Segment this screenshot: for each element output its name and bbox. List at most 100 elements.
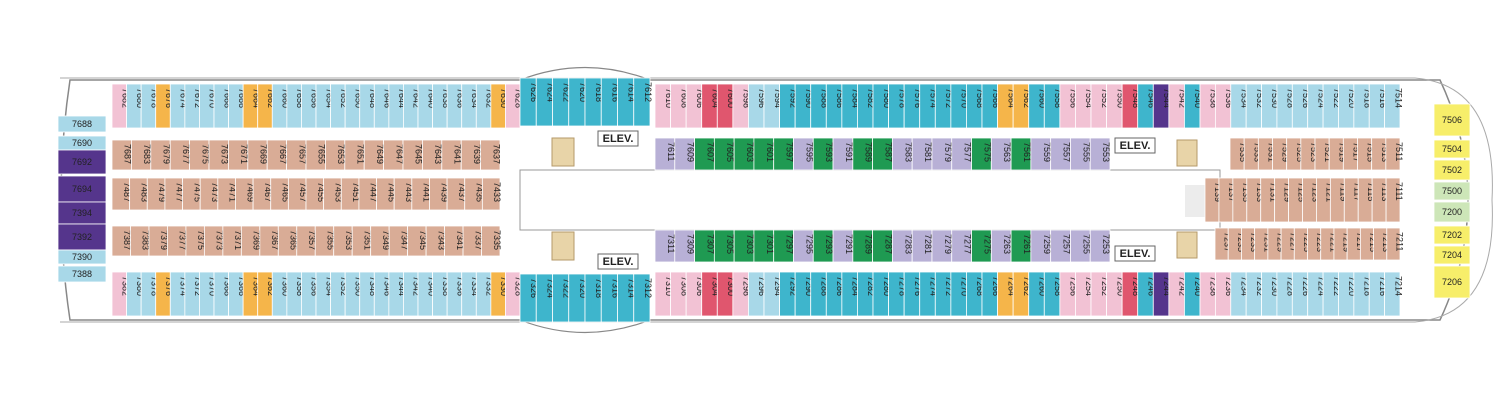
cabin-7504[interactable]: 7504 [1433, 139, 1471, 159]
cabin-7553[interactable]: 7553 [1089, 137, 1111, 171]
cabin-7225[interactable]: 7225 [1293, 227, 1312, 261]
cabin-7593[interactable]: 7593 [812, 137, 834, 171]
cabin-7639[interactable]: 7639 [460, 139, 482, 171]
cabin-7111[interactable]: 7111 [1385, 177, 1404, 223]
cabin-7471[interactable]: 7471 [217, 177, 238, 211]
cabin-7562[interactable]: 7562 [1012, 83, 1032, 129]
cabin-7465[interactable]: 7465 [270, 177, 291, 211]
cabin-7215[interactable]: 7215 [1359, 227, 1378, 261]
cabin-7645[interactable]: 7645 [402, 139, 424, 171]
cabin-7475[interactable]: 7475 [182, 177, 203, 211]
cabin-7667[interactable]: 7667 [266, 139, 288, 171]
cabin-7211[interactable]: 7211 [1386, 227, 1405, 261]
cabin-7275[interactable]: 7275 [971, 229, 993, 263]
cabin-7654[interactable]: 7654 [315, 83, 334, 129]
cabin-7614[interactable]: 7614 [617, 77, 637, 127]
cabin-7437[interactable]: 7437 [446, 177, 467, 211]
cabin-7332[interactable]: 7332 [475, 271, 495, 317]
cabin-7335[interactable]: 7335 [481, 225, 502, 257]
cabin-7671[interactable]: 7671 [227, 139, 249, 171]
cabin-7357[interactable]: 7357 [296, 225, 317, 257]
cabin-7253[interactable]: 7253 [1089, 229, 1111, 263]
cabin-7591[interactable]: 7591 [832, 137, 854, 171]
cabin-7388[interactable]: 7388 [57, 265, 107, 283]
cabin-7367[interactable]: 7367 [259, 225, 280, 257]
cabin-7230[interactable]: 7230 [1261, 271, 1281, 317]
elevator-aft-bottom[interactable]: ELEV. [597, 253, 639, 270]
cabin-7290[interactable]: 7290 [794, 271, 814, 317]
cabin-7200[interactable]: 7200 [1433, 201, 1471, 223]
cabin-7677[interactable]: 7677 [169, 139, 191, 171]
cabin-7649[interactable]: 7649 [363, 139, 385, 171]
cabin-7270[interactable]: 7270 [950, 271, 970, 317]
cabin-7246[interactable]: 7246 [1137, 271, 1157, 317]
cabin-7351[interactable]: 7351 [351, 225, 372, 257]
cabin-7345[interactable]: 7345 [407, 225, 428, 257]
cabin-7515[interactable]: 7515 [1357, 137, 1376, 171]
cabin-7455[interactable]: 7455 [305, 177, 326, 211]
cabin-7622[interactable]: 7622 [552, 77, 572, 127]
cabin-7343[interactable]: 7343 [425, 225, 446, 257]
cabin-7511[interactable]: 7511 [1385, 137, 1404, 171]
cabin-7369[interactable]: 7369 [240, 225, 262, 257]
cabin-7506[interactable]: 7506 [1433, 103, 1471, 137]
cabin-7536[interactable]: 7536 [1214, 83, 1234, 129]
cabin-7557[interactable]: 7557 [1050, 137, 1072, 171]
cabin-7447[interactable]: 7447 [358, 177, 379, 211]
cabin-7365[interactable]: 7365 [277, 225, 299, 257]
cabin-7383[interactable]: 7383 [130, 225, 151, 257]
cabin-7469[interactable]: 7469 [235, 177, 255, 211]
cabin-7641[interactable]: 7641 [441, 139, 463, 171]
cabin-7347[interactable]: 7347 [388, 225, 409, 257]
cabin-7204[interactable]: 7204 [1433, 245, 1471, 265]
cabin-7616[interactable]: 7616 [600, 77, 620, 127]
cabin-7550[interactable]: 7550 [1106, 83, 1126, 129]
cabin-7305[interactable]: 7305 [713, 229, 735, 263]
cabin-7668[interactable]: 7668 [213, 83, 232, 129]
cabin-7531[interactable]: 7531 [1257, 137, 1276, 171]
cabin-7690[interactable]: 7690 [57, 135, 107, 151]
cabin-7657[interactable]: 7657 [286, 139, 308, 171]
cabin-7601[interactable]: 7601 [753, 137, 775, 171]
cabin-7240[interactable]: 7240 [1184, 271, 1203, 317]
cabin-7669[interactable]: 7669 [247, 139, 269, 171]
cabin-7620[interactable]: 7620 [568, 77, 588, 127]
cabin-7642[interactable]: 7642 [403, 83, 422, 129]
cabin-7283[interactable]: 7283 [891, 229, 913, 263]
cabin-7603[interactable]: 7603 [733, 137, 755, 171]
cabin-7683[interactable]: 7683 [130, 139, 152, 171]
cabin-7255[interactable]: 7255 [1070, 229, 1091, 263]
cabin-7575[interactable]: 7575 [971, 137, 993, 171]
cabin-7555[interactable]: 7555 [1070, 137, 1091, 171]
cabin-7578[interactable]: 7578 [888, 83, 908, 129]
cabin-7483[interactable]: 7483 [129, 177, 150, 211]
cabin-7443[interactable]: 7443 [393, 177, 414, 211]
cabin-7673[interactable]: 7673 [208, 139, 230, 171]
cabin-7694[interactable]: 7694 [57, 175, 107, 203]
cabin-7647[interactable]: 7647 [383, 139, 405, 171]
cabin-7435[interactable]: 7435 [464, 177, 485, 211]
cabin-7526[interactable]: 7526 [1291, 83, 1311, 129]
cabin-7609[interactable]: 7609 [674, 137, 696, 171]
cabin-7579[interactable]: 7579 [931, 137, 953, 171]
cabin-7214[interactable]: 7214 [1384, 271, 1404, 317]
cabin-7355[interactable]: 7355 [314, 225, 335, 257]
cabin-7281[interactable]: 7281 [911, 229, 933, 263]
cabin-7394[interactable]: 7394 [57, 201, 107, 225]
cabin-7295[interactable]: 7295 [793, 229, 814, 263]
cabin-7279[interactable]: 7279 [931, 229, 953, 263]
cabin-7354[interactable]: 7354 [315, 271, 334, 317]
cabin-7236[interactable]: 7236 [1214, 271, 1234, 317]
cabin-7371[interactable]: 7371 [222, 225, 243, 257]
cabin-7312[interactable]: 7312 [633, 273, 653, 323]
cabin-7514[interactable]: 7514 [1384, 83, 1404, 129]
cabin-7487[interactable]: 7487 [111, 177, 132, 211]
cabin-7605[interactable]: 7605 [713, 137, 735, 171]
cabin-7500[interactable]: 7500 [1433, 181, 1471, 201]
cabin-7263[interactable]: 7263 [990, 229, 1012, 263]
elevator-fwd-bottom[interactable]: ELEV. [1114, 245, 1156, 262]
cabin-7570[interactable]: 7570 [950, 83, 970, 129]
cabin-7206[interactable]: 7206 [1433, 265, 1471, 299]
cabin-7451[interactable]: 7451 [340, 177, 361, 211]
cabin-7651[interactable]: 7651 [344, 139, 366, 171]
